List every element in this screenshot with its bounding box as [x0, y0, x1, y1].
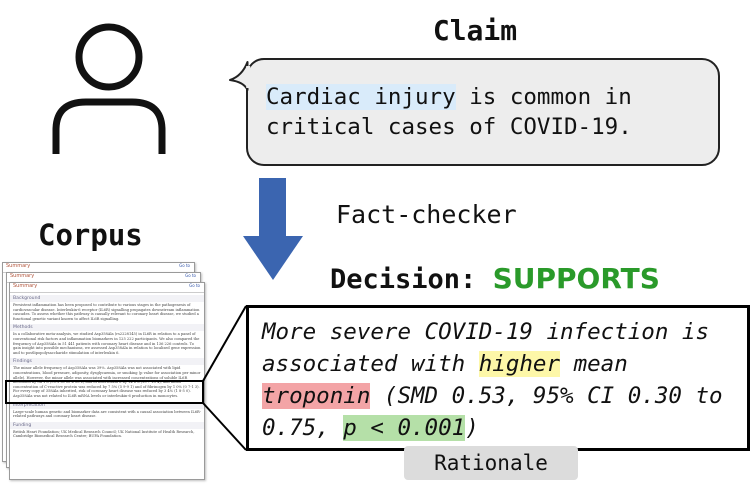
doc-tab-label: Summary — [6, 263, 31, 269]
doc-section-body: Large-scale human genetic and biomarker … — [13, 409, 201, 419]
decision-value: SUPPORTS — [492, 262, 660, 295]
user-icon — [52, 23, 166, 154]
claim-text: Cardiac injury is common in critical cas… — [266, 82, 716, 142]
claim-highlight: Cardiac injury — [266, 84, 456, 110]
doc-section-body: In a collaborative meta-analysis, we stu… — [13, 332, 201, 355]
doc-section-body: Persistent inflammation has been propose… — [13, 303, 200, 321]
doc-tab-label: Summary — [10, 273, 35, 279]
evidence-highlight-box — [5, 380, 204, 404]
doc-section-head: Funding — [10, 421, 204, 429]
doc-section-body: The minor allele frequency of Asp358Ala … — [13, 366, 201, 398]
doc-section-head: Methods — [10, 324, 204, 332]
rationale-part: ) — [465, 415, 479, 441]
rationale-part: (SMD 0.53, 95% CI 0.30 to 0.75, — [262, 383, 723, 441]
decision-label: Decision: — [330, 264, 477, 295]
rationale-part: mean — [560, 351, 628, 377]
bubble-tail — [229, 61, 251, 91]
rationale-box — [246, 305, 750, 451]
doc-section-body: British Heart Foundation; UK Medical Res… — [13, 429, 195, 439]
rationale-highlight-troponin: troponin — [262, 383, 371, 409]
doc-goto: Go to — [179, 263, 190, 268]
doc-section-head: Interpretation — [10, 401, 204, 409]
rationale-highlight-higher: higher — [478, 351, 561, 377]
claim-bubble — [246, 58, 720, 166]
rationale-label: Rationale — [404, 446, 578, 480]
rationale-highlight-pvalue: p < 0.001 — [343, 415, 466, 441]
fact-checker-label: Fact-checker — [336, 200, 517, 229]
doc-tab-label: Summary — [13, 283, 38, 289]
decision: Decision: SUPPORTS — [330, 262, 660, 295]
corpus-title: Corpus — [38, 218, 143, 252]
claim-title: Claim — [432, 14, 518, 47]
doc-section-head: Background — [10, 295, 204, 302]
doc-goto: Go to — [185, 273, 196, 278]
claim-rest: is common in critical cases of COVID-19. — [266, 84, 632, 140]
doc-section-head: Findings — [10, 358, 204, 366]
down-arrow-icon — [243, 178, 303, 280]
doc-goto: Go to — [189, 283, 200, 288]
rationale-part: More severe COVID-19 infection is associ… — [262, 319, 710, 377]
rationale-text: More severe COVID-19 infection is associ… — [262, 316, 748, 444]
